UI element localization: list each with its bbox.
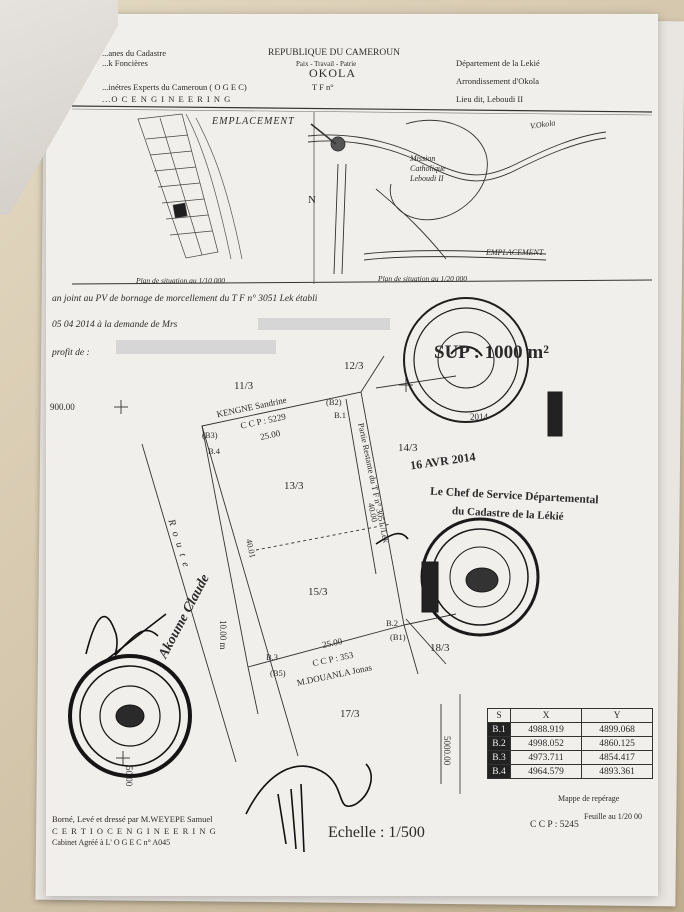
row-x: 4998.052 bbox=[510, 736, 582, 751]
row-x: 4988.919 bbox=[510, 722, 582, 737]
row-s: B.3 bbox=[487, 750, 511, 765]
header-right-3: Lieu dit, Leboudi II bbox=[456, 94, 524, 104]
mission-label-3: Leboudi II bbox=[410, 174, 444, 183]
plan-drawing bbox=[68, 105, 653, 853]
lot-11-3: 11/3 bbox=[234, 380, 254, 392]
row-y: 4893.361 bbox=[581, 764, 653, 779]
lot-15-3: 15/3 bbox=[308, 586, 328, 598]
header-center-4: T F n° bbox=[312, 82, 334, 92]
header-left-3: ...inétres Experts du Cameroun ( O G E C… bbox=[102, 82, 247, 92]
coordinates-table: S X Y B.1 4988.919 4899.068 B.2 4998.052… bbox=[487, 708, 653, 779]
row-s: B.4 bbox=[487, 764, 511, 779]
header-center-1: REPUBLIQUE DU CAMEROUN bbox=[268, 48, 400, 58]
main-plan bbox=[114, 355, 457, 784]
borne-line-2: C E R T I O C E N G I N E E R I N G bbox=[52, 826, 217, 836]
header-right-2: Arrondissement d'Okola bbox=[456, 76, 539, 86]
b2-top: (B2) bbox=[326, 397, 342, 407]
surface-stamp-year: 2014 bbox=[470, 412, 488, 422]
table-row: B.3 4973.711 4854.417 bbox=[487, 750, 653, 765]
header-center-3: OKOLA bbox=[309, 66, 356, 80]
row-x: 4973.711 bbox=[510, 750, 582, 765]
header-x: X bbox=[510, 708, 582, 723]
coord-left-900: 900.00 bbox=[50, 402, 75, 412]
chef-service-seal bbox=[420, 517, 540, 637]
redacted-beneficiary bbox=[116, 340, 276, 354]
echelle-label: Echelle : 1/500 bbox=[328, 824, 425, 841]
bottom-left-seal bbox=[68, 654, 192, 778]
b1-bottom: (B1) bbox=[390, 632, 406, 642]
situation-emplacement-top: EMPLACEMENT bbox=[212, 116, 295, 127]
header-center-2: Paix - Travail - Patrie bbox=[296, 60, 357, 68]
cadastral-plan-document: ...anes du Cadastre ...k Foncières ...in… bbox=[46, 14, 658, 896]
lot-13-3: 13/3 bbox=[284, 480, 304, 492]
table-row: B.1 4988.919 4899.068 bbox=[487, 722, 653, 737]
situation-emplacement-bottom: EMPLACEMENT bbox=[486, 248, 544, 257]
row-y: 4854.417 bbox=[581, 750, 653, 765]
mission-label-1: Mission bbox=[410, 154, 436, 163]
feuille-label: Feuille au 1/20 00 bbox=[584, 812, 642, 821]
mappe-label: Mappe de repérage bbox=[558, 794, 620, 803]
row-s: B.2 bbox=[487, 736, 511, 751]
row-y: 4899.068 bbox=[581, 722, 653, 737]
road-width: 10.00 m bbox=[218, 620, 228, 650]
lot-12-3: 12/3 bbox=[344, 360, 364, 372]
header-left-2: ...k Foncières bbox=[102, 58, 148, 68]
header-s: S bbox=[487, 708, 511, 723]
annex-line-2: 05 04 2014 à la demande de Mrs bbox=[52, 320, 178, 330]
redacted-name bbox=[258, 318, 390, 330]
north-arrow: N bbox=[308, 194, 316, 206]
annex-line-1: an joint au PV de bornage de morcellemen… bbox=[52, 294, 318, 304]
mission-label-2: Catholique bbox=[410, 164, 446, 173]
surface-stamp-text: SUP : 1000 m² bbox=[434, 342, 549, 363]
b3-top: (B3) bbox=[202, 430, 218, 440]
header-y: Y bbox=[581, 708, 653, 723]
borne-line-3: Cabinet Agréé à L' O G E C n° A045 bbox=[52, 838, 171, 847]
table-header-row: S X Y bbox=[487, 708, 653, 723]
situation-scale-left: Plan de situation au 1/10 000 bbox=[136, 276, 225, 285]
b3-bottom: B.3 bbox=[266, 652, 279, 662]
situation-map-left bbox=[137, 113, 243, 260]
b5-bottom: (B5) bbox=[270, 668, 286, 678]
table-row: B.2 4998.052 4860.125 bbox=[487, 736, 653, 751]
coord-bottom-right: 5000.00 bbox=[442, 736, 452, 766]
b2-bottom: B.2 bbox=[386, 618, 399, 628]
annex-line-3: profit de : bbox=[52, 348, 90, 358]
signatures bbox=[85, 532, 409, 853]
row-s: B.1 bbox=[487, 722, 511, 737]
coord-bottom-left: 50.00 bbox=[124, 766, 134, 787]
situation-scale-right: Plan de situation au 1/20 000 bbox=[378, 274, 467, 283]
header-right-1: Département de la Lekié bbox=[456, 58, 540, 68]
lot-17-3: 17/3 bbox=[340, 708, 360, 720]
lot-18-3: 18/3 bbox=[430, 642, 450, 654]
table-row: B.4 4964.579 4893.361 bbox=[487, 764, 653, 779]
surface-stamp bbox=[403, 297, 563, 437]
situation-map-right bbox=[307, 119, 607, 275]
borne-line-1: Borné, Levé et dressé par M.WEYEPE Samue… bbox=[52, 814, 213, 824]
b1-top: B.1 bbox=[334, 410, 347, 420]
b4-top: B.4 bbox=[208, 446, 221, 456]
header-left-4: ...O C E N G I N E E R I N G bbox=[102, 94, 232, 104]
footer-ccp: C C P : 5245 bbox=[530, 820, 579, 830]
header-left-1: ...anes du Cadastre bbox=[102, 48, 166, 58]
row-x: 4964.579 bbox=[510, 764, 582, 779]
lot-14-3: 14/3 bbox=[398, 442, 418, 454]
row-y: 4860.125 bbox=[581, 736, 653, 751]
